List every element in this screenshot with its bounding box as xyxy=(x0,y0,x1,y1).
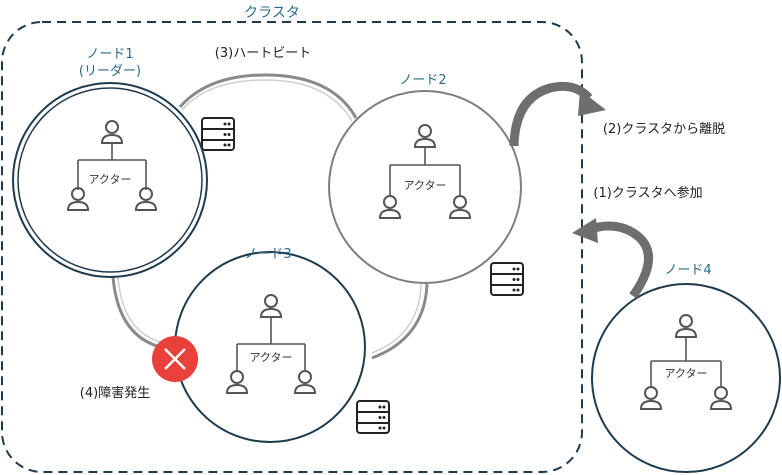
node-4-label: ノード4 xyxy=(664,263,711,278)
link-node2-node3 xyxy=(371,283,429,360)
failure-label: (4)障害発生 xyxy=(80,385,150,401)
server-icon xyxy=(201,117,235,151)
cluster-label: クラスタ xyxy=(244,5,300,21)
server-icon xyxy=(356,400,390,434)
node-4-actor-label: アクター xyxy=(664,367,707,380)
node-2: ノード2 アクター xyxy=(328,73,522,284)
leave-arrow xyxy=(509,81,606,147)
node-1-role: (リーダー) xyxy=(79,64,141,79)
node-2-label: ノード2 xyxy=(399,73,446,88)
node-1: ノード1 (リーダー) アクター xyxy=(12,47,208,278)
node-3-label: ノード3 xyxy=(244,247,291,262)
server-icon xyxy=(490,262,524,296)
failure-icon xyxy=(152,336,198,382)
node-3-actor-label: アクター xyxy=(249,351,292,364)
node-4: ノード4 アクター xyxy=(591,263,781,473)
heartbeat-label: (3)ハートビート xyxy=(215,46,311,61)
node-1-label: ノード1 xyxy=(86,47,133,62)
cluster-boundary xyxy=(1,21,583,473)
join-label: (1)クラスタへ参加 xyxy=(593,185,702,201)
leave-label: (2)クラスタから離脱 xyxy=(603,122,725,137)
node-3: ノード3 アクター xyxy=(174,247,366,443)
link-node1-node2 xyxy=(178,73,358,119)
node-2-actor-label: アクター xyxy=(403,179,446,192)
node-1-actor-label: アクター xyxy=(88,173,131,186)
heartbeat-links xyxy=(111,73,429,360)
link-node1-node3 xyxy=(111,276,161,349)
join-arrow xyxy=(572,218,653,299)
